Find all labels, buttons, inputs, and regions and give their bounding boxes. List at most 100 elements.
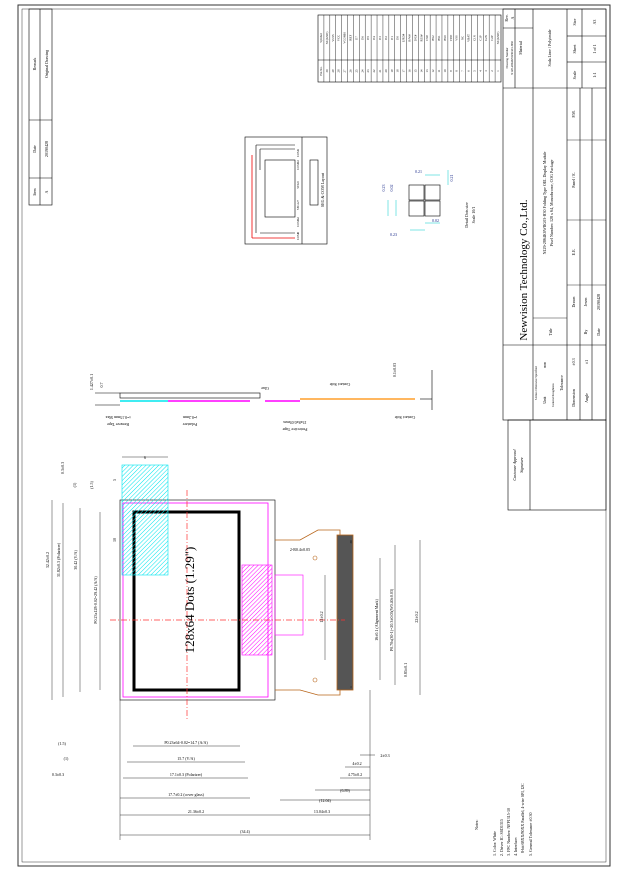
pin-number: 5 xyxy=(472,70,476,72)
pin-symbol: D3 xyxy=(378,36,382,40)
angle-value: ±1 xyxy=(584,360,589,364)
pin-number: 2 xyxy=(490,70,494,72)
detail-dim-2: 0.21 xyxy=(449,175,454,182)
company-name: Newvision Technology Co.,Ltd. xyxy=(518,199,530,340)
fpc-pin-30: 30 xyxy=(349,540,353,544)
detail-dim-4: 0.02 xyxy=(389,185,394,192)
pin-table-header-pin: Pin No. xyxy=(319,66,323,75)
title-line-2: Pixel Number: 128 x 64, Monochrome, COG … xyxy=(549,159,555,246)
customer-approval-label: Customer Approval xyxy=(512,449,517,481)
pin-number: 10 xyxy=(443,69,447,73)
pin-symbol: VDD xyxy=(449,34,453,41)
pin-number: 17 xyxy=(402,69,406,73)
revision-table: Remark Date Item Original Drawing 201904… xyxy=(28,8,53,206)
dim-bottom-6: 17.7±0.2 (cover glass) xyxy=(168,792,204,797)
pin-symbol: NC xyxy=(461,36,465,40)
pin-number: 16 xyxy=(408,69,412,73)
pin-symbol: C2P xyxy=(490,35,494,41)
pin-number: 25 xyxy=(354,69,358,73)
pin-number: 22 xyxy=(372,69,376,73)
pin-symbol: D4 xyxy=(372,36,376,40)
dim-fpc-085: 0.85±0.1 xyxy=(403,663,408,677)
date-value: 20190428 xyxy=(596,294,601,310)
unit-value: mm xyxy=(542,361,547,368)
pin-table-header-symbol: Symbol xyxy=(319,33,323,43)
by-label: By xyxy=(583,330,588,335)
dim-bottom-3: 15.7 (V/A) xyxy=(177,756,195,761)
pin-symbol: C2N xyxy=(484,34,488,41)
dim-bottom-14: 13.04±0.3 xyxy=(314,809,330,814)
rev-value: A xyxy=(510,16,515,19)
pin-number: 28 xyxy=(337,69,341,73)
pin-number: 24 xyxy=(360,69,364,73)
by-value: Jesen xyxy=(583,298,588,307)
pin-number: 3 xyxy=(484,70,488,72)
signature-label: Signature xyxy=(519,457,524,473)
sheet-value: 1 of 1 xyxy=(592,44,597,53)
note-4-detail: 8-bit 68XX/80XX Parallel, 4-wire SPI, I2… xyxy=(520,783,526,853)
rev-header-date: Date xyxy=(32,145,37,153)
angle-label: Angle xyxy=(584,393,589,403)
fpc-pin-1: 1 xyxy=(349,686,353,688)
drawing-number-label: Drawing Number xyxy=(505,47,509,68)
pin-number: 1 xyxy=(496,70,500,72)
pin-symbol: BS0 xyxy=(443,35,447,41)
role-panel: Panel / E. xyxy=(571,172,576,187)
pin-number: 6 xyxy=(467,70,471,72)
dim-bottom-0: (1.5) xyxy=(58,741,66,746)
fpc-thickness: 0.1±0.03 xyxy=(392,363,397,377)
layout-pin-com62: COM62 xyxy=(296,217,300,227)
pin-number: 18 xyxy=(396,69,400,73)
dimension-value: ±0.3 xyxy=(571,358,576,365)
detail-dim-6: 0.23 xyxy=(390,232,397,237)
dim-bottom-10: 4±0.2 xyxy=(352,761,361,766)
title-line-1: N129-2864KSWRG03-H30 Folding Type OEL Di… xyxy=(542,151,547,254)
detail-caption: Detail Dots size xyxy=(464,202,469,228)
pin-number: 27 xyxy=(343,69,347,73)
size-label: Size xyxy=(572,18,577,25)
polarizer-thickness: t=0.2mm xyxy=(182,415,197,420)
pin-symbol: D5 xyxy=(366,36,370,40)
detail-dots: 0.21 0.21 0.23 0.02 0.02 0.23 Detail Dot… xyxy=(381,169,476,237)
pin-number: 26 xyxy=(348,69,352,73)
pin-symbol: NC(GND) xyxy=(496,32,500,45)
pin-number: 29 xyxy=(331,69,335,73)
rev-remark: Original Drawing xyxy=(44,50,49,78)
customer-approval-box: Customer Approval Signature xyxy=(507,419,607,511)
pin-number: 14 xyxy=(419,69,423,73)
note-4: 4. Interface: xyxy=(513,837,518,856)
rev-header-item: Item xyxy=(32,187,37,195)
pin-symbol: NC(GND) xyxy=(325,32,329,45)
dimension-label: Dimension xyxy=(571,389,576,407)
pin-symbol: RES# xyxy=(419,34,423,42)
detail-dim-5: 0.02 xyxy=(432,218,439,223)
size-value: A3 xyxy=(592,20,597,25)
pin-number: 4 xyxy=(478,70,482,72)
dim-fpc-16: 16±0.1 (Alignment Mark) xyxy=(374,599,379,641)
pin-symbol: BS1 xyxy=(437,35,441,41)
drawing-number: N129-2864KSWRG03-H30 xyxy=(510,41,514,75)
layout-pin-com1: COM1 xyxy=(296,148,300,157)
pin-number: 8 xyxy=(455,70,459,72)
pin-symbol: R/W# xyxy=(408,34,412,42)
pin-number: 7 xyxy=(461,70,465,72)
pin-symbol: VCC xyxy=(337,35,341,41)
pin-symbol: D2 xyxy=(384,36,388,40)
layout-pin-seg127: SEG127 xyxy=(296,199,300,210)
pin-symbol: D6 xyxy=(360,36,364,40)
pin-number: 30 xyxy=(325,69,329,73)
pin-number: 11 xyxy=(437,69,441,72)
pin-symbol: VLSS xyxy=(331,34,335,42)
side-thickness: 1.427±0.1 xyxy=(89,374,94,390)
detail-dim-1: 0.21 xyxy=(415,169,422,174)
role-drawn: Drawn xyxy=(571,297,576,308)
display-resolution-label: 128x64 Dots (1.29") xyxy=(182,547,197,654)
pin-symbol: VCOMH xyxy=(343,32,347,44)
note-2: 2. Driver IC: SSD1315 xyxy=(499,819,504,856)
rev-item: A xyxy=(44,190,49,193)
scale-label: Scale xyxy=(572,70,577,79)
dim-tab-6: 6 xyxy=(144,455,146,460)
detail-scale: Scale 10/1 xyxy=(471,207,476,224)
